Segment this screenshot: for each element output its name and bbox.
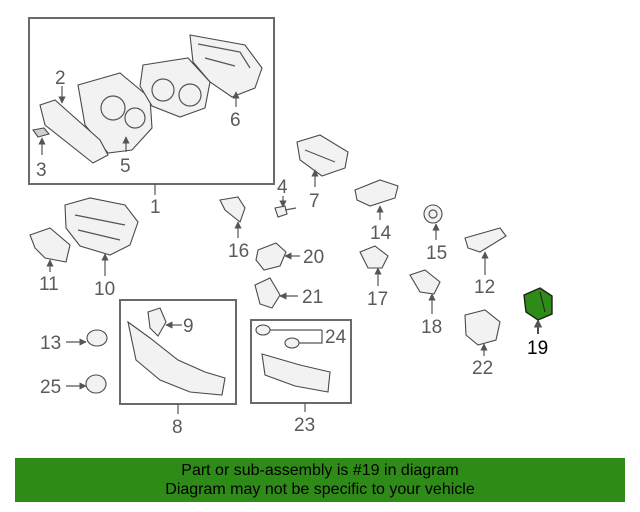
callout-13: 13	[40, 333, 61, 354]
leader-lines	[38, 86, 543, 414]
callout-5: 5	[120, 156, 131, 177]
callout-20: 20	[303, 247, 324, 268]
callout-1: 1	[150, 197, 161, 218]
group-frame-1	[28, 17, 275, 185]
callout-4: 4	[277, 177, 288, 198]
callout-21: 21	[302, 287, 323, 308]
part-7-switch-panel[interactable]	[296, 134, 349, 177]
group-frame-23	[250, 319, 352, 404]
callout-6: 6	[230, 110, 241, 131]
part-22-switch[interactable]	[464, 309, 501, 346]
part-13-bulb[interactable]	[86, 329, 108, 347]
part-23-panel[interactable]	[261, 353, 331, 393]
part-16-trim[interactable]	[219, 196, 246, 223]
banner-line-2: Diagram may not be specific to your vehi…	[165, 481, 475, 498]
part-6-cluster-back-cover[interactable]	[189, 34, 263, 98]
part-24-knob[interactable]	[255, 324, 300, 349]
callout-8: 8	[172, 417, 183, 438]
callout-16: 16	[228, 241, 249, 262]
part-11-bracket[interactable]	[29, 227, 71, 263]
part-9-clip[interactable]	[147, 307, 167, 337]
part-18-bracket[interactable]	[409, 269, 441, 295]
part-12-bracket[interactable]	[464, 227, 507, 253]
callout-3: 3	[36, 160, 47, 181]
callout-18: 18	[421, 317, 442, 338]
part-10-climate-unit[interactable]	[64, 197, 139, 256]
callout-2: 2	[55, 68, 66, 89]
callout-19-highlighted: 19	[527, 338, 548, 359]
part-25-bulb[interactable]	[85, 374, 107, 394]
callout-23: 23	[294, 415, 315, 436]
callout-12: 12	[474, 277, 495, 298]
callout-17: 17	[367, 289, 388, 310]
part-15-socket[interactable]	[423, 204, 443, 224]
callout-14: 14	[370, 223, 392, 244]
callout-15: 15	[426, 243, 447, 264]
part-4-screw[interactable]	[274, 205, 297, 218]
callout-24: 24	[325, 327, 347, 348]
part-8-trim-bezel[interactable]	[127, 320, 226, 396]
part-20-vent[interactable]	[255, 242, 287, 271]
part-2-cluster-lens[interactable]	[39, 99, 109, 164]
part-cluster-gauges[interactable]	[139, 57, 211, 118]
callout-10: 10	[94, 279, 115, 300]
banner-line-1: Part or sub-assembly is #19 in diagram	[181, 462, 459, 479]
part-19-highlighted[interactable]	[523, 287, 553, 321]
part-21-vent[interactable]	[254, 277, 281, 309]
callout-labels: 1 2 3 4 5 6 7 8 9 10 11 12 13 14 15 16 1…	[36, 68, 548, 438]
callout-11: 11	[39, 274, 59, 295]
part-info-banner: Part or sub-assembly is #19 in diagram D…	[15, 458, 625, 502]
callout-22: 22	[472, 358, 493, 379]
parts-diagram: 1 2 3 4 5 6 7 8 9 10 11 12 13 14 15 16 1…	[28, 17, 553, 438]
callout-7: 7	[309, 191, 320, 212]
callout-9: 9	[183, 316, 194, 337]
part-3-clip[interactable]	[32, 127, 50, 138]
part-17-clip[interactable]	[359, 245, 389, 269]
part-14-connector[interactable]	[354, 179, 399, 207]
part-5-instrument-cluster[interactable]	[77, 72, 153, 154]
callout-25: 25	[40, 377, 61, 398]
